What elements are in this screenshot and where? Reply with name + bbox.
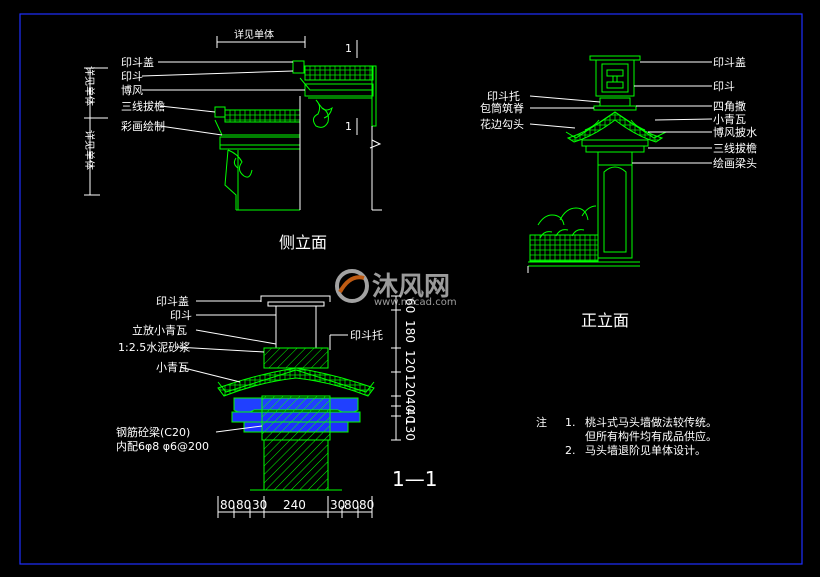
watermark: 沐风网 www.mfcad.com	[335, 269, 457, 308]
note-2-num: 2.	[565, 444, 576, 457]
horizontal-dimension-ticks	[217, 496, 373, 518]
hdim-80-d: 80	[359, 498, 374, 512]
section-mark-bottom: 1	[345, 120, 352, 133]
front-label-tile: 小青瓦	[713, 113, 746, 126]
sec-label-seal: 印斗	[170, 309, 192, 322]
sec-label-tile: 小青瓦	[156, 361, 189, 374]
hdim-30-a: 30	[252, 498, 267, 512]
side-label-painting: 彩画绘制	[121, 119, 165, 133]
vdim-40-a: 40	[403, 397, 417, 412]
hdim-30-b: 30	[330, 498, 345, 512]
front-label-gable-drip: 博风披水	[713, 125, 757, 139]
side-elevation-title: 侧立面	[279, 233, 327, 252]
front-label-corner: 四角撒	[713, 99, 746, 113]
side-left-note-lower: 详见单体	[83, 130, 96, 170]
front-label-eave-tile: 花边勾头	[480, 118, 524, 131]
side-seal-cap	[292, 60, 305, 74]
section-mark-top: 1	[345, 42, 352, 55]
sec-label-rebar: 内配6φ8 φ6@200	[116, 439, 209, 453]
hdim-80-c: 80	[344, 498, 359, 512]
front-label-seal: 印斗	[713, 80, 735, 93]
watermark-logo-icon	[335, 269, 369, 303]
front-label-cornice: 三线拔檐	[713, 141, 757, 155]
hdim-240: 240	[283, 498, 306, 512]
note-2-line-1: 马头墙退阶见单体设计。	[585, 443, 706, 457]
hdim-80-a: 80	[220, 498, 235, 512]
vdim-120-a: 120	[403, 350, 417, 373]
note-1-num: 1.	[565, 416, 576, 429]
side-label-seal-cap: 印斗盖	[121, 55, 154, 69]
notes-block: 注 1. 桃斗式马头墙做法较传统。 但所有构件均有成品供应。 2. 马头墙退阶见…	[536, 415, 717, 457]
front-label-seal-base: 印斗托	[487, 89, 520, 103]
sec-label-mortar: 1:2.5水泥砂浆	[118, 340, 190, 354]
vdim-40-b: 40	[403, 408, 417, 423]
vertical-dimension-ticks	[391, 295, 401, 441]
vdim-120-b: 120	[403, 374, 417, 397]
side-top-note: 详见单体	[234, 28, 274, 41]
hdim-80-b: 80	[236, 498, 251, 512]
watermark-cn: 沐风网	[372, 272, 450, 302]
note-1-line-1: 桃斗式马头墙做法较传统。	[585, 415, 717, 429]
watermark-url: www.mfcad.com	[374, 297, 457, 308]
notes-prefix: 注	[536, 415, 547, 429]
vdim-130: 130	[403, 418, 417, 441]
front-elevation: 印斗盖 印斗 四角撒 小青瓦 博风披水 三线拔檐 绘画梁头 印斗托 包筒筑脊 花…	[480, 55, 757, 330]
vdim-60: 60	[403, 298, 417, 313]
sec-label-seal-cap: 印斗盖	[156, 294, 189, 308]
vdim-180: 180	[403, 320, 417, 343]
front-label-seal-cap: 印斗盖	[713, 55, 746, 69]
drawing-frame	[19, 13, 803, 565]
sec-label-upright-tile: 立放小青瓦	[132, 323, 187, 337]
front-label-beam-head: 绘画梁头	[713, 156, 757, 170]
front-elevation-title: 正立面	[581, 311, 629, 330]
side-label-seal: 印斗	[121, 70, 143, 83]
sec-label-rc-beam: 钢筋砼梁(C20)	[116, 425, 190, 439]
section-title: 1—1	[392, 467, 437, 491]
side-elevation: 详见单体 1 1 详见单体 详见单体	[83, 28, 382, 252]
side-left-note-upper: 详见单体	[83, 66, 96, 106]
sec-label-seal-base: 印斗托	[350, 328, 383, 342]
side-label-cornice: 三线拔檐	[121, 99, 165, 113]
front-label-ridge: 包筒筑脊	[480, 101, 524, 115]
section-1-1: 印斗盖 印斗 立放小青瓦 1:2.5水泥砂浆 小青瓦 钢筋砼梁(C20) 内配6…	[116, 294, 437, 518]
note-1-line-2: 但所有构件均有成品供应。	[585, 429, 717, 443]
side-label-gable: 博风	[121, 84, 143, 97]
